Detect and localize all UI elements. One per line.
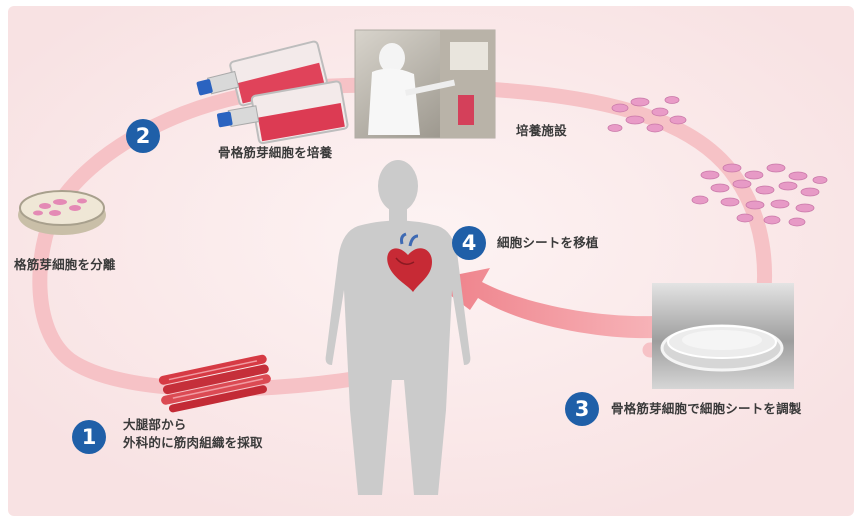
step-4-label: 細胞シートを移植 (497, 234, 599, 251)
step-2-label: 骨格筋芽細胞を培養 (218, 144, 332, 161)
step-1-label-line-1: 大腿部から (123, 416, 187, 433)
step-badge-4: 4 (452, 226, 486, 260)
separation-label: 格筋芽細胞を分離 (14, 256, 116, 273)
step-3-label: 骨格筋芽細胞で細胞シートを調製 (611, 400, 802, 417)
culture-facility-photo (355, 30, 495, 138)
cell-sheet-dish-photo (652, 283, 794, 389)
step-badge-2: 2 (126, 119, 160, 153)
step-1-label-line-2: 外科的に筋肉組織を採取 (123, 434, 263, 451)
step-badge-1: 1 (72, 420, 106, 454)
petri-dish-icon (18, 191, 106, 235)
step-badge-3: 3 (565, 392, 599, 426)
facility-label: 培養施設 (516, 122, 567, 139)
